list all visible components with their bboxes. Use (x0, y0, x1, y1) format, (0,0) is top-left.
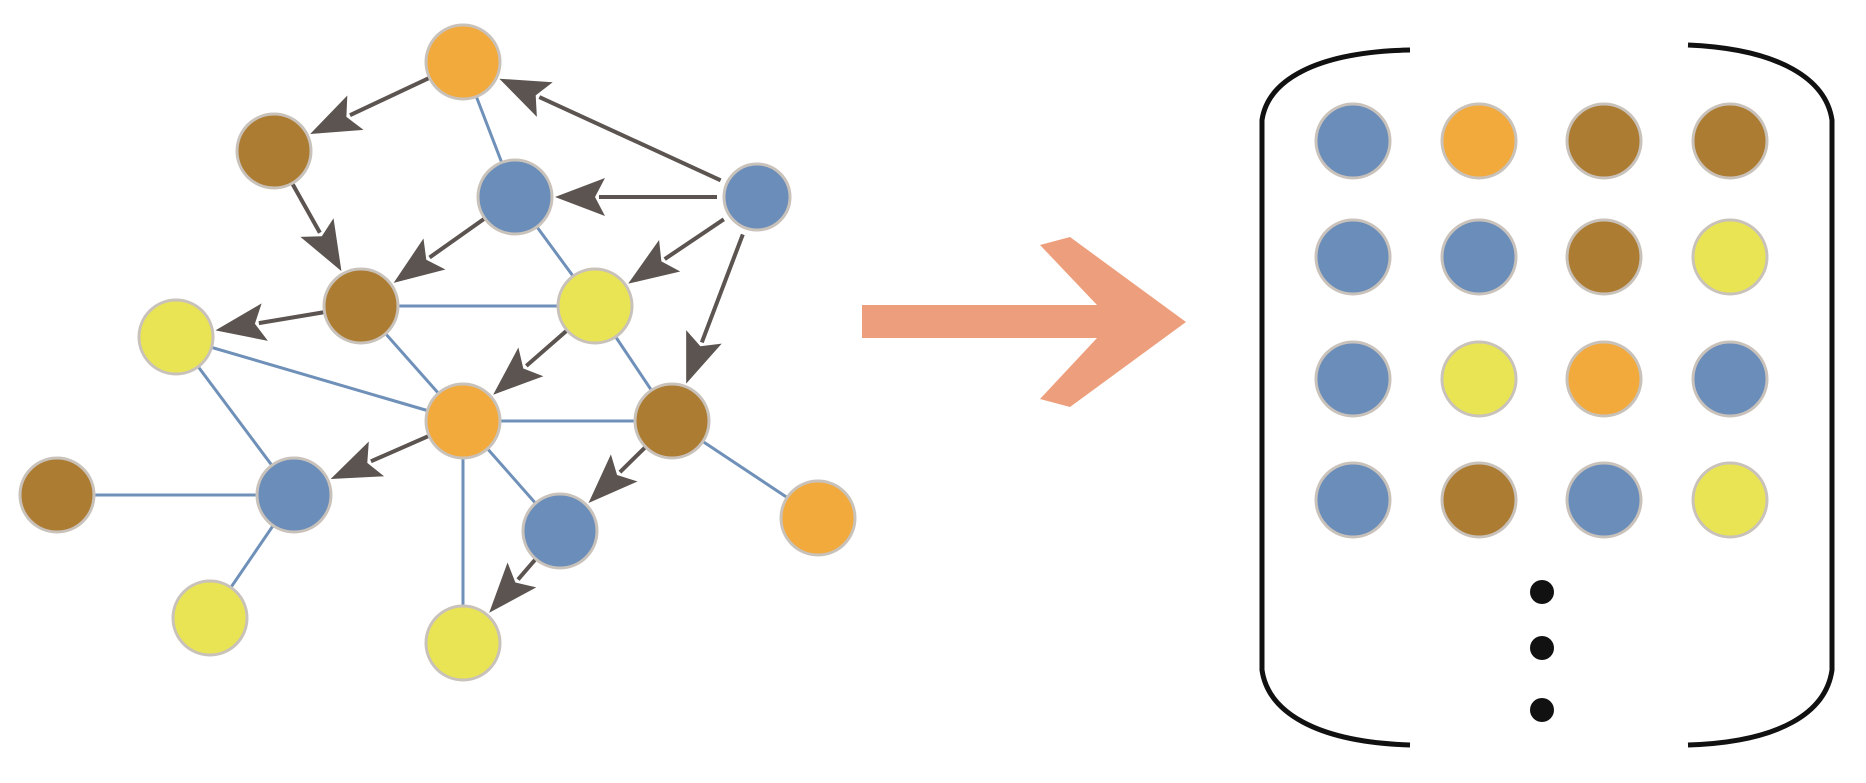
matrix-cell (1565, 102, 1643, 180)
matrix-cell (1691, 340, 1769, 418)
matrix-cell (1691, 218, 1769, 296)
graph-node (633, 382, 711, 460)
matrix-cell (1314, 461, 1392, 539)
directed-edge (525, 328, 569, 368)
graph-node (521, 492, 599, 570)
arrowhead-icon (489, 562, 537, 613)
arrowhead-icon (588, 454, 638, 503)
directed-edge (428, 216, 486, 260)
ellipsis-dot (1530, 636, 1554, 660)
arrowhead-icon (215, 303, 268, 341)
matrix-cell (1691, 102, 1769, 180)
directed-edge (663, 217, 725, 261)
matrix-cell (1565, 340, 1643, 418)
graph-node (779, 479, 857, 557)
matrix-cell (1440, 218, 1518, 296)
graph-node (255, 456, 333, 534)
source-graph-node (722, 162, 792, 232)
graph-node (18, 456, 96, 534)
matrix-cell (1440, 340, 1518, 418)
graph-node (235, 112, 313, 190)
arrowhead-icon (686, 330, 722, 384)
matrix-cell (1314, 340, 1392, 418)
directed-edge (516, 557, 538, 581)
directed-edge (538, 95, 722, 183)
matrix-cells (1314, 102, 1769, 539)
arrowhead-icon (310, 95, 364, 134)
graph-node (137, 298, 215, 376)
directed-edge (290, 182, 322, 234)
graph-nodes (18, 23, 857, 682)
graph-node (424, 23, 502, 101)
graph-node (171, 579, 249, 657)
matrix-cell (1440, 461, 1518, 539)
directed-edge (258, 310, 325, 326)
graph-node (424, 382, 502, 460)
matrix-cell (1314, 102, 1392, 180)
graph-node (424, 604, 502, 682)
ellipsis-dot (1530, 580, 1554, 604)
transform-arrow-icon (862, 237, 1186, 407)
ellipsis-dot (1530, 698, 1554, 722)
arrowhead-icon (499, 78, 553, 117)
directed-edge (699, 233, 745, 344)
graph-node (556, 267, 634, 345)
directed-edge (349, 75, 431, 118)
left-matrix-bracket (1259, 47, 1411, 748)
graph-node (322, 267, 400, 345)
arrowhead-icon (393, 238, 446, 283)
arrowhead-icon (300, 218, 342, 272)
directed-edge (618, 445, 648, 474)
arrowhead-icon (330, 441, 385, 479)
arrowhead-icon (555, 178, 605, 216)
arrowhead-icon (493, 347, 544, 395)
matrix-cell (1314, 218, 1392, 296)
arrowhead-icon (628, 239, 681, 284)
matrix-cell (1691, 461, 1769, 539)
graph-node (476, 158, 554, 236)
right-matrix-bracket (1687, 42, 1835, 748)
matrix-cell (1565, 461, 1643, 539)
matrix-cell (1440, 102, 1518, 180)
undirected-edge (175, 335, 464, 423)
matrix-cell (1565, 218, 1643, 296)
directed-edge (370, 434, 430, 464)
